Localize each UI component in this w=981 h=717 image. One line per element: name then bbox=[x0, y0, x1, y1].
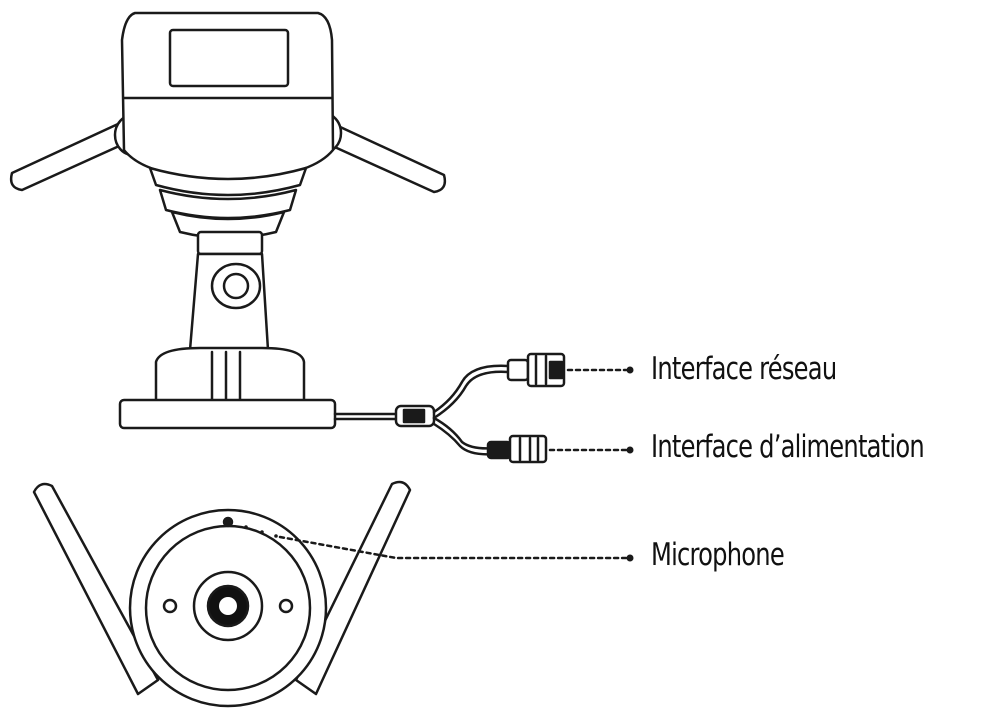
left-antenna bbox=[9, 122, 130, 192]
network-connector-icon bbox=[506, 352, 566, 388]
mounting-plate bbox=[118, 398, 337, 430]
power-connector-icon bbox=[486, 434, 548, 464]
microphone-hole bbox=[222, 516, 234, 528]
cable-assembly bbox=[333, 352, 566, 464]
camera-front-view bbox=[32, 480, 412, 708]
ir-light-right bbox=[278, 598, 294, 614]
camera-window bbox=[168, 28, 290, 88]
camera-side-view bbox=[9, 11, 447, 430]
right-antenna bbox=[326, 124, 447, 194]
label-power-interface: Interface d’alimentation bbox=[651, 429, 925, 465]
leader-lines bbox=[278, 368, 628, 560]
leader-microphone bbox=[278, 535, 628, 560]
mount-base bbox=[154, 346, 306, 404]
cable-branch-power bbox=[432, 416, 498, 450]
cable-branch-network bbox=[432, 364, 510, 414]
camera-neck bbox=[196, 230, 264, 256]
label-network-interface: Interface réseau bbox=[651, 351, 837, 387]
label-microphone: Microphone bbox=[651, 537, 785, 573]
ir-light-left bbox=[162, 598, 178, 614]
